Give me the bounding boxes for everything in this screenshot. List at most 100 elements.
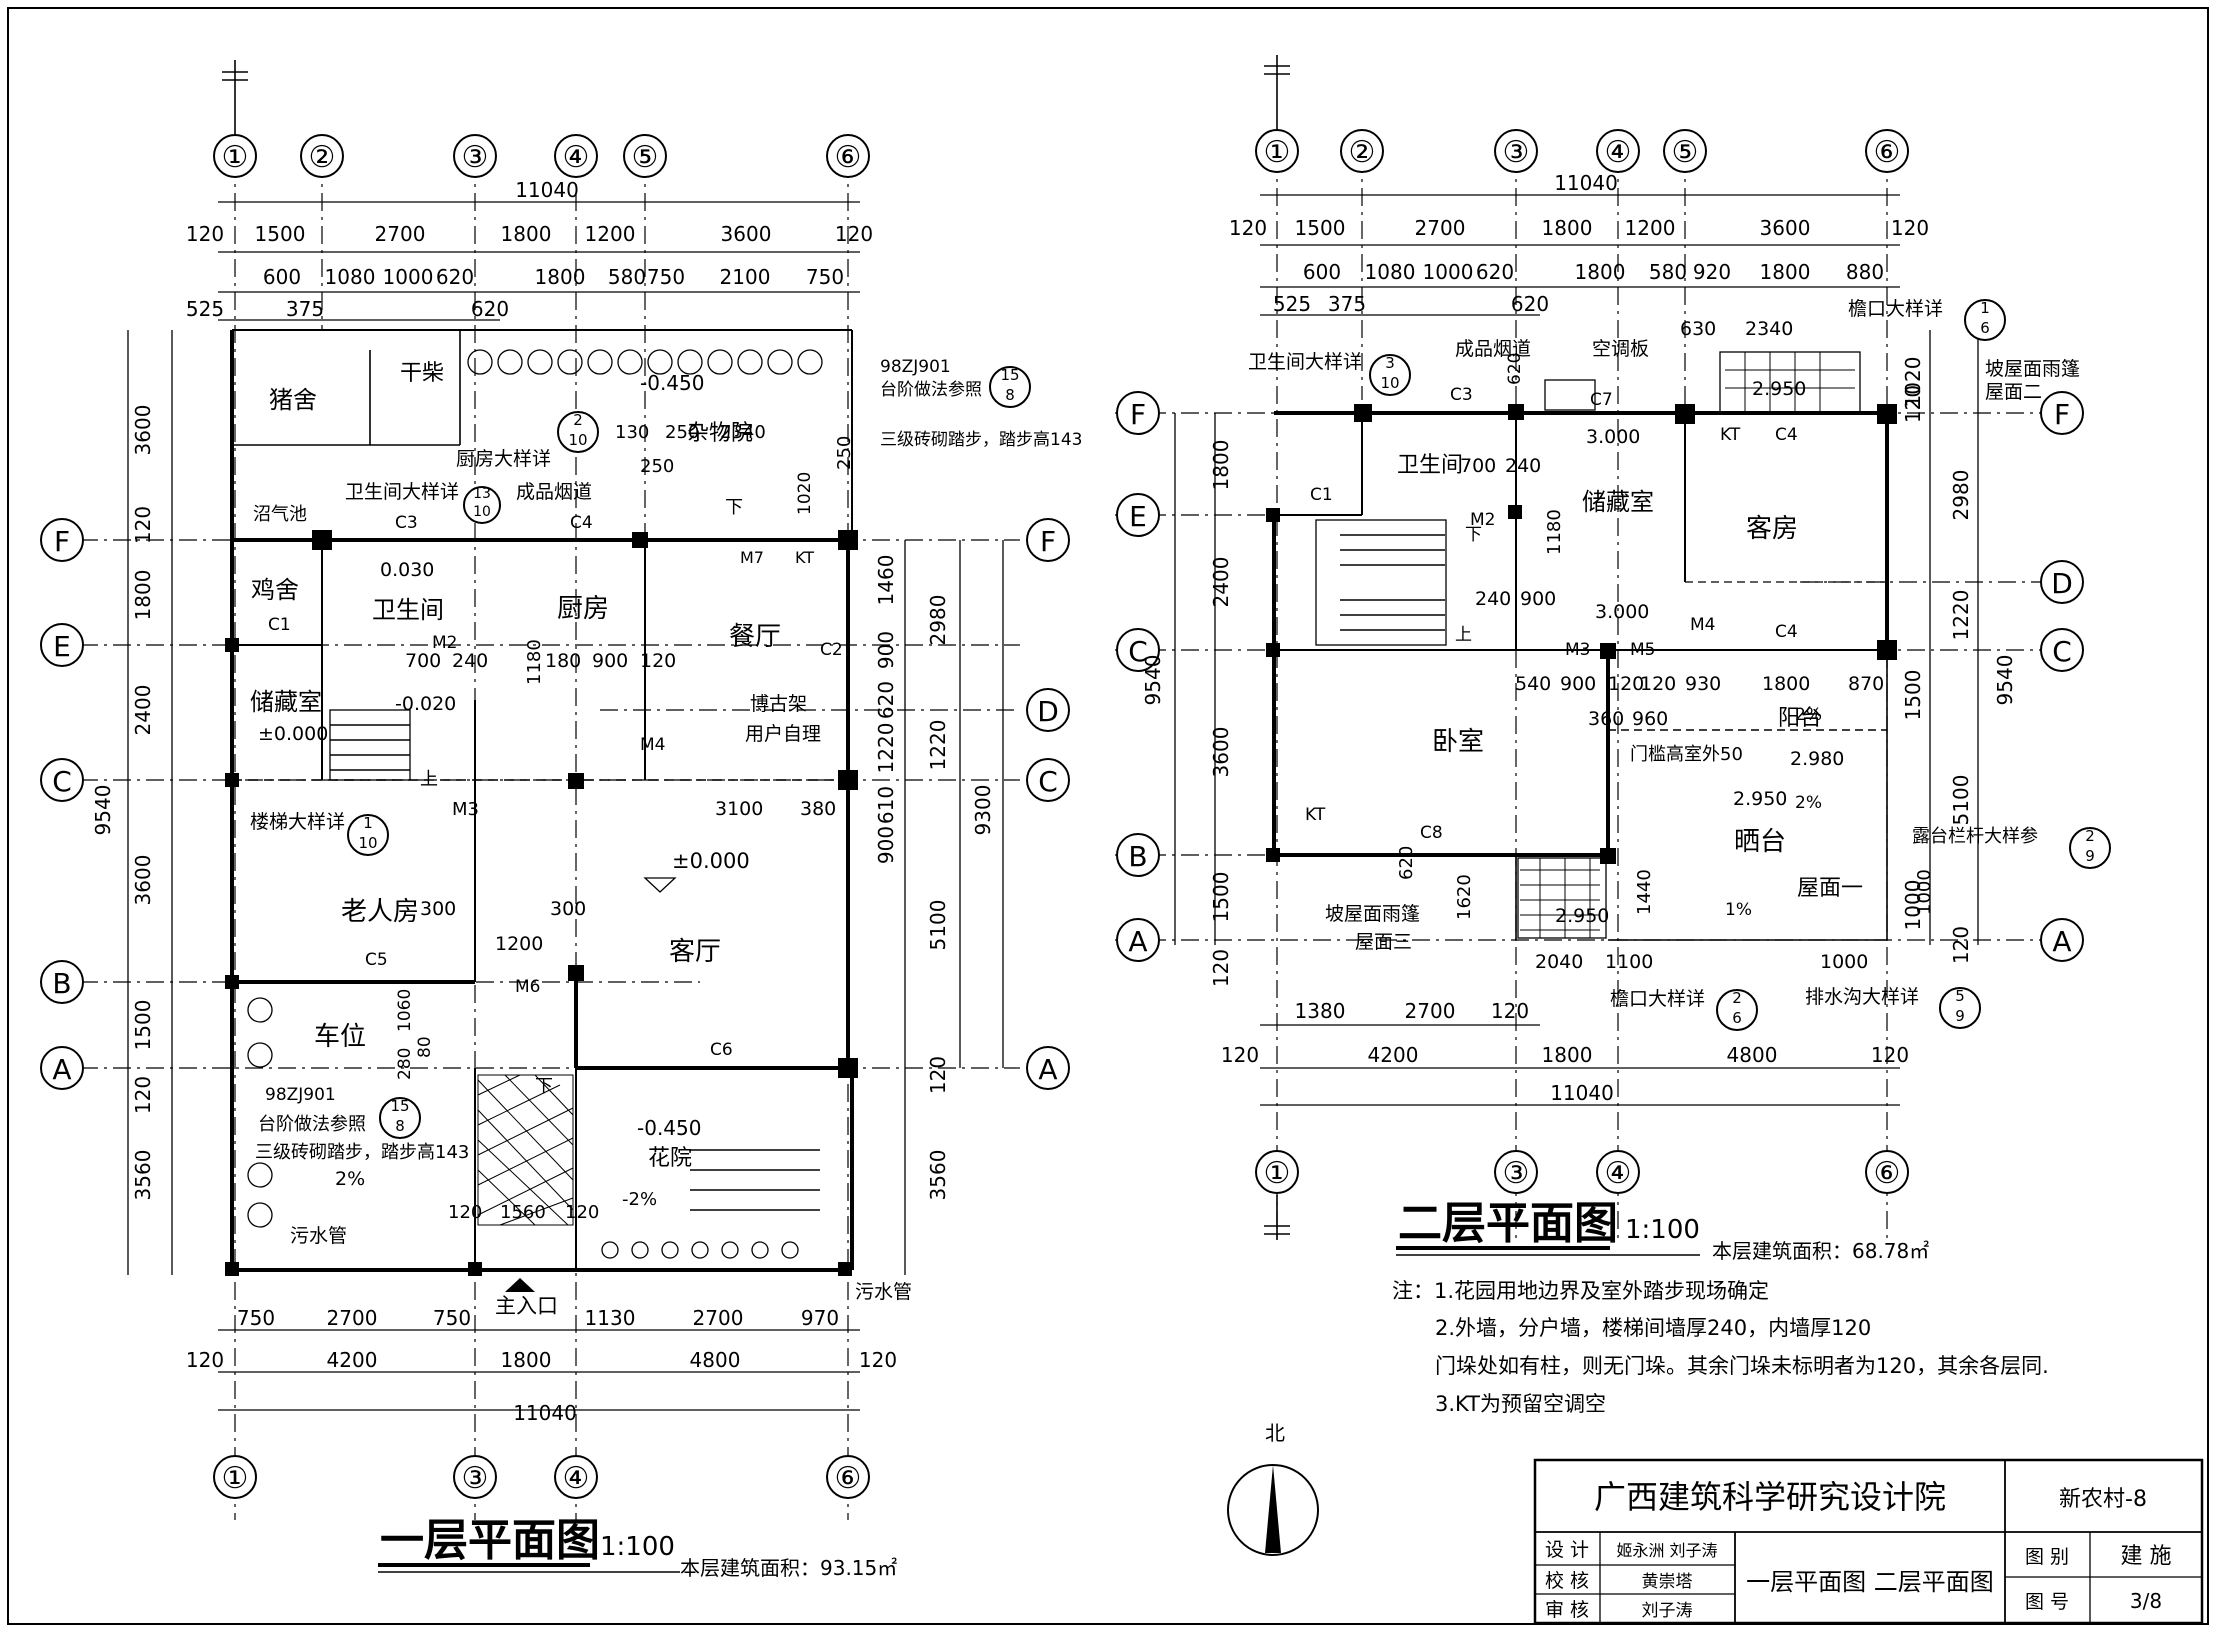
- svg-text:9: 9: [1955, 1007, 1965, 1025]
- plan2-annotations: 卫生间大样详 310 成品烟道 空调板 630 2340 檐口大样详 16 坡屋…: [1248, 298, 2111, 1031]
- plan1-label: 0.030: [380, 559, 434, 581]
- plan2-label: 2.950: [1733, 788, 1787, 810]
- plan1-label: 120: [565, 1202, 599, 1223]
- plan1-label: M6: [515, 977, 540, 997]
- plan1-dim-left: 3600: [131, 405, 155, 456]
- plan1-axis-bubbles-bottom: ① ③ ④ ⑥: [213, 1455, 870, 1499]
- plan1-dim-bottom2: 4800: [690, 1348, 741, 1372]
- plan2-dim-top-r2: 880: [1846, 260, 1884, 284]
- svg-text:15: 15: [390, 1097, 409, 1115]
- plan2-label: 1%: [1725, 900, 1752, 920]
- plan1-label: 380: [800, 798, 836, 820]
- plan1-dim-top-r1: 1500: [255, 222, 306, 246]
- plan1-dim-right-inner: 610: [874, 786, 898, 824]
- plan2-label: 120: [1640, 673, 1676, 695]
- room-biogas: 沼气池: [253, 504, 307, 525]
- svg-text:9: 9: [2085, 847, 2095, 865]
- note-2b: 门垛处如有柱，则无门垛。其余门垛未标明者为120，其余各层同.: [1435, 1354, 2049, 1378]
- plan2-dim-top-r2: 1000: [1423, 260, 1474, 284]
- plan2-label: 屋面三: [1355, 931, 1412, 953]
- plan1-label: 下: [725, 497, 743, 518]
- plan1-label: 98ZJ901: [265, 1085, 336, 1105]
- plan2-label: 620: [1396, 846, 1417, 880]
- plan1-row-left-B: B: [52, 967, 71, 1000]
- plan2-dim-right-total: 9540: [1993, 655, 2017, 706]
- note-2: 2.外墙，分户墙，楼梯间墙厚240，内墙厚120: [1435, 1316, 1871, 1340]
- plan1-row-right-F: F: [1040, 525, 1056, 558]
- plan1-dim-bottom: 970: [801, 1306, 839, 1330]
- plan2-bottom-dimensions: 1380 2700 120 120 4200 1800 4800 120 110…: [1221, 999, 1909, 1106]
- plan2-label: 空调板: [1592, 338, 1649, 360]
- plan1-dim-bottom: 2700: [693, 1306, 744, 1330]
- plan2-label: 1800: [1762, 673, 1810, 695]
- plan1-label: 1200: [495, 933, 543, 955]
- plan2-label: C8: [1420, 823, 1443, 843]
- plan1-dim-left: 3560: [131, 1150, 155, 1201]
- svg-text:2: 2: [1732, 989, 1742, 1007]
- plan1-dim-right-inner: 1220: [874, 723, 898, 774]
- plan2-row-left-B: B: [1128, 840, 1147, 873]
- room-sundries-yard: 杂物院: [687, 421, 753, 446]
- plan1-dim-left: 2400: [131, 685, 155, 736]
- plan1-dim-left: 3600: [131, 855, 155, 906]
- plan2-label: 1180: [1544, 509, 1565, 555]
- ground-floor-plan: ① ② ③ ④ ⑤ ⑥ ① ③ ④ ⑥ F E C B A F D C A: [40, 60, 1082, 1580]
- room-living: 客厅: [669, 937, 721, 967]
- plan2-label: 2.980: [1790, 748, 1844, 770]
- plan1-label: 900: [592, 650, 628, 672]
- plan2-axis-top-3: ③: [1503, 135, 1530, 170]
- plan1-row-left-A: A: [52, 1053, 71, 1086]
- plan1-label: KT: [795, 548, 814, 567]
- plan2-label: 檐口大样详: [1610, 988, 1705, 1010]
- plan2-axis-top-6: ⑥: [1874, 135, 1901, 170]
- plan2-axis-bottom-6: ⑥: [1874, 1156, 1901, 1191]
- plan2-label: 2%: [1795, 793, 1822, 813]
- plan2-label: C3: [1450, 385, 1473, 405]
- plan1-label: 180: [545, 650, 581, 672]
- plan2-dim-right: 120: [1949, 926, 1973, 964]
- plan2-dim-bottom1: 1800: [1542, 1043, 1593, 1067]
- plan1-dim-bottom2: 120: [859, 1348, 897, 1372]
- north-arrow: 北: [1227, 1421, 1319, 1556]
- plan2-row-right-F: F: [2054, 398, 2070, 431]
- plan1-dim-bottom: 750: [433, 1306, 471, 1330]
- plan1-label: 污水管: [290, 1225, 347, 1247]
- plan1-dim-right: 5100: [926, 900, 950, 951]
- plan2-label: 檐口大样详: [1848, 298, 1943, 320]
- plan1-label: 1560: [500, 1202, 546, 1223]
- plan1-dim-left-total: 9540: [91, 785, 115, 836]
- plan2-dim-top-r3: 525: [1273, 292, 1311, 316]
- tb-category-label: 图 别: [2025, 1546, 2069, 1568]
- plan1-dim-top-r1: 120: [186, 222, 224, 246]
- plan2-dim-bottom1: 4200: [1368, 1043, 1419, 1067]
- plan2-room-labels: 卫生间 储藏室 客房 卧室 阳台 晒台 屋面一: [1397, 453, 1863, 901]
- plan2-dim-top-r1: 3600: [1760, 216, 1811, 240]
- plan2-dim-left: 3600: [1209, 727, 1233, 778]
- plan1-dim-right-inner: 620: [874, 681, 898, 719]
- plan1-axis-bottom-4: ④: [563, 1461, 590, 1496]
- plan1-label: 博古架: [750, 693, 807, 715]
- plan2-label: 1100: [1605, 951, 1653, 973]
- plan2-label: M3: [1565, 640, 1590, 660]
- plan2-label: KT: [1720, 425, 1741, 445]
- plan2-axis-bottom-3: ③: [1503, 1156, 1530, 1191]
- plan2-label: 坡屋面雨篷: [1325, 903, 1420, 925]
- svg-text:6: 6: [1980, 319, 1990, 337]
- plan2-dim-left: 1500: [1209, 872, 1233, 923]
- plan2-row-right-D: D: [2051, 567, 2073, 600]
- plan2-axis-bottom-4: ④: [1605, 1156, 1632, 1191]
- plan1-label: 240: [452, 650, 488, 672]
- plan2-dim-total-top: 11040: [1554, 171, 1618, 195]
- plan1-label: 300: [550, 898, 586, 920]
- plan2-title: 二层平面图: [1398, 1198, 1618, 1249]
- plan1-label: M4: [640, 735, 665, 755]
- plan2-label: C7: [1590, 390, 1613, 410]
- plan2-label: 1440: [1634, 869, 1655, 915]
- plan2-dim-right: 5100: [1949, 775, 1973, 826]
- plan2-dim-top-r2: 920: [1693, 260, 1731, 284]
- plan1-label: 三级砖砌踏步，踏步高143: [255, 1142, 469, 1163]
- tb-check-value: 黄崇塔: [1642, 1572, 1693, 1592]
- plan2-label: 620: [1505, 353, 1525, 385]
- note-3: 3.KT为预留空调空: [1435, 1392, 1606, 1416]
